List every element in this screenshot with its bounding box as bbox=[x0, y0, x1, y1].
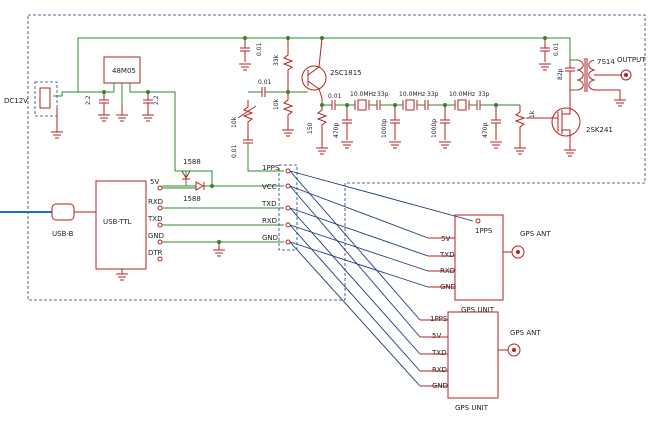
header-pin-1pps: 1PPS bbox=[262, 164, 280, 172]
crystal-3 bbox=[457, 99, 467, 111]
usb-b-connector bbox=[51, 203, 75, 221]
gps2-pin-5v: 5V bbox=[432, 332, 441, 340]
diode2-label: 1588 bbox=[183, 195, 201, 203]
usb-pin-gnd: GND bbox=[148, 232, 164, 240]
regulator-label: 48M05 bbox=[112, 67, 136, 75]
header-pin-rxd: RXD bbox=[262, 217, 277, 225]
cap-label-0: 0.01 bbox=[256, 42, 263, 56]
usb-pin-txd: TXD bbox=[147, 215, 162, 223]
gps2-pin-txd: TXD bbox=[431, 349, 446, 357]
cap-label-2: 0.01 bbox=[258, 79, 272, 86]
cap-label-1000p-b: 1000p bbox=[431, 119, 438, 138]
gps1-antenna-label: GPS ANT bbox=[520, 230, 551, 238]
board-outline bbox=[27, 14, 646, 301]
transistor-2sc1815 bbox=[301, 65, 327, 91]
usb-b-label: USB-B bbox=[52, 230, 74, 238]
header-outline bbox=[278, 164, 298, 251]
crystal-label-2: 10.0MHz bbox=[399, 91, 425, 98]
gps-unit-2 bbox=[447, 311, 499, 399]
cap-label-left: 2.2 bbox=[85, 95, 92, 105]
cap-label-1000p-a: 1000p bbox=[381, 119, 388, 138]
crystal-1 bbox=[357, 99, 367, 111]
res-label-10k-a: 10k bbox=[273, 98, 280, 110]
cap-label-top-right: 0.01 bbox=[553, 42, 560, 56]
dc-input-label: DC12V bbox=[4, 97, 28, 105]
gps1-title: GPS UNIT bbox=[461, 306, 495, 314]
crystal-2 bbox=[405, 99, 415, 111]
gps2-antenna bbox=[507, 343, 521, 357]
cap-label-right: 2.2 bbox=[153, 95, 160, 105]
cap-label-33p-c: 33p bbox=[478, 91, 490, 98]
transformer-label: 7S14 bbox=[597, 58, 615, 66]
cap-label-82p: 82p bbox=[557, 68, 564, 80]
res-label-10k-b: 10k bbox=[231, 116, 238, 128]
cap-label-1: 0.01 bbox=[231, 144, 238, 158]
dc-jack-outline bbox=[34, 81, 58, 117]
gps2-pin-rxd: RXD bbox=[432, 366, 447, 374]
crystal-label-1: 10.0MHz bbox=[350, 91, 376, 98]
gps1-pin-5v: 5V bbox=[441, 235, 450, 243]
dc-jack bbox=[39, 87, 51, 109]
cap-label-470p-a: 470p bbox=[333, 123, 340, 138]
usb-pin-rxd: RXD bbox=[148, 198, 163, 206]
output-connector bbox=[620, 69, 632, 81]
diode1-label: 1588 bbox=[183, 158, 201, 166]
cap-label-33p-b: 33p bbox=[427, 91, 439, 98]
header-pin-vcc: VCC bbox=[262, 183, 277, 191]
fet-label: 2SK241 bbox=[586, 126, 613, 134]
cap-label-3: 0.01 bbox=[328, 93, 342, 100]
usb-ttl-module bbox=[95, 180, 147, 270]
usb-pin-dtr: DTR bbox=[148, 249, 163, 257]
res-label-1k: 1k bbox=[529, 110, 536, 118]
gps1-pps-label: 1PPS bbox=[475, 227, 493, 235]
res-label-150: 150 bbox=[307, 122, 314, 134]
usb-pin-5v: 5V bbox=[150, 178, 159, 186]
transistor-label: 2SC1815 bbox=[330, 69, 362, 77]
cap-label-33p-a: 33p bbox=[377, 91, 389, 98]
fet-2sk241 bbox=[551, 107, 581, 137]
res-label-33k: 33k bbox=[273, 54, 280, 66]
cap-label-470p-b: 470p bbox=[482, 123, 489, 138]
gps1-antenna bbox=[511, 245, 525, 259]
gps-unit-1 bbox=[454, 214, 504, 301]
gps1-pin-txd: TXD bbox=[439, 251, 454, 259]
header-pin-txd: TXD bbox=[261, 200, 276, 208]
gps2-title: GPS UNIT bbox=[455, 404, 489, 412]
crystal-label-3: 10.0MHz bbox=[449, 91, 475, 98]
usb-ttl-label: USB-TTL bbox=[103, 218, 132, 226]
gps2-antenna-label: GPS ANT bbox=[510, 329, 541, 337]
gps2-pin-1pps: 1PPS bbox=[430, 315, 448, 323]
output-label: OUTPUT bbox=[617, 56, 646, 64]
header-pin-gnd: GND bbox=[262, 234, 278, 242]
